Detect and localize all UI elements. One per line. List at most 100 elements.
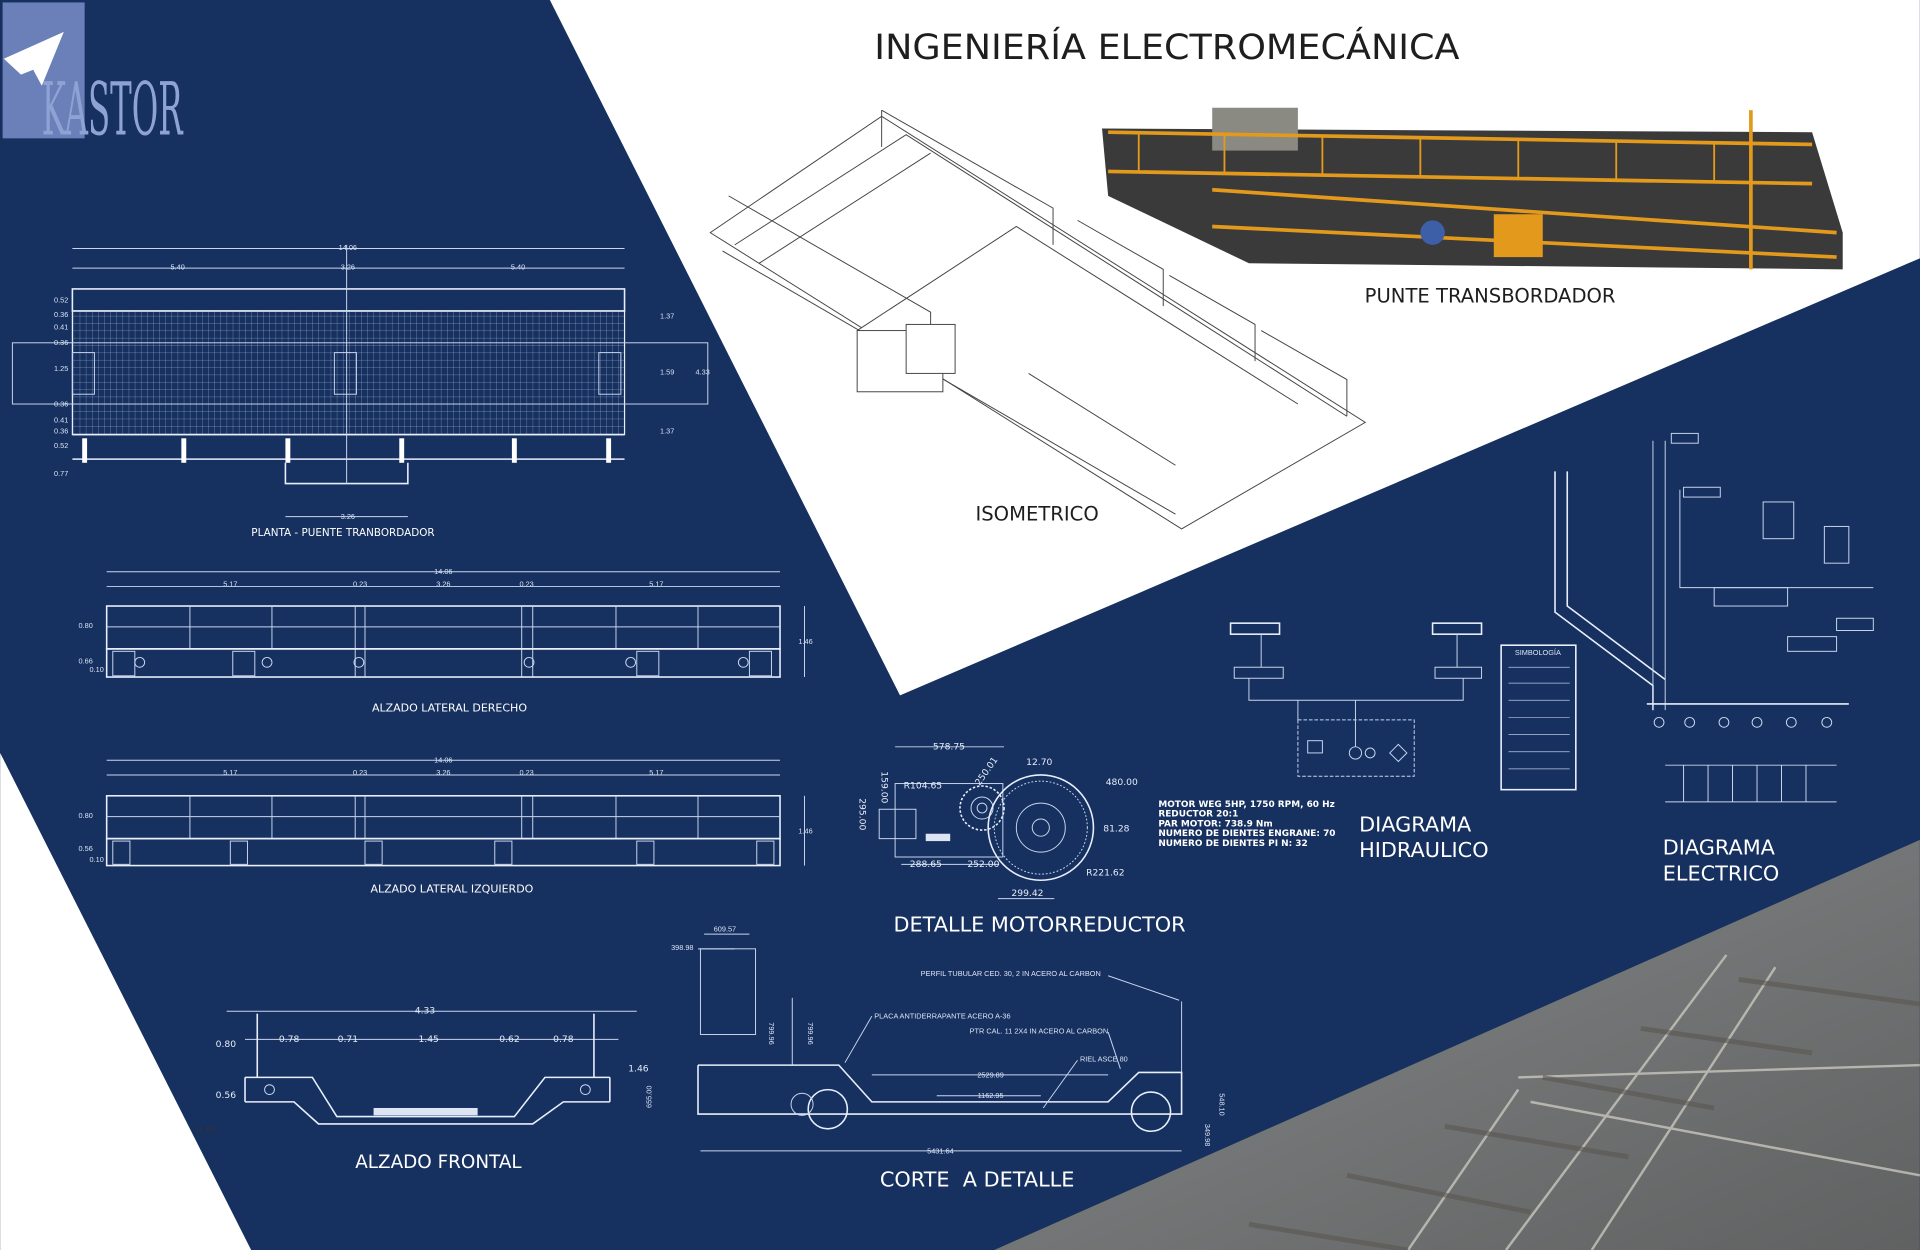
- dim: 0.36: [54, 399, 68, 408]
- spec-line: MOTOR WEG 5HP, 1750 RPM, 60 Hz: [1158, 800, 1334, 810]
- dim: 0.56: [79, 844, 93, 853]
- dim: 0.77: [54, 469, 68, 478]
- dim: 1.37: [660, 426, 674, 435]
- dim: 159.00: [879, 771, 890, 803]
- dim: 12.70: [1026, 757, 1052, 768]
- spec-line: REDUCTOR 20:1: [1158, 810, 1238, 820]
- dim: 1.46: [798, 637, 812, 646]
- dim: 480.00: [1106, 777, 1138, 788]
- corte-a-detalle-drawing: 609.57 398.98 799.96 799.96 655.00 2529.…: [644, 925, 1226, 1156]
- dim: 0.56: [216, 1090, 237, 1101]
- corte-note: RIEL ASCE 80: [1080, 1054, 1128, 1063]
- machine-photo: [1102, 107, 1843, 270]
- dim: 4.33: [415, 1006, 436, 1017]
- electric-diagram: [1554, 432, 1874, 803]
- label-alzado-lateral-izquierdo: ALZADO LATERAL IZQUIERDO: [370, 883, 533, 896]
- dim: 0.23: [519, 768, 533, 777]
- dim: 609.57: [714, 925, 736, 934]
- dim: 349.98: [1203, 1124, 1212, 1146]
- dim: R221.62: [1086, 867, 1124, 878]
- legend-title: SIMBOLOGÍA: [1515, 648, 1561, 657]
- dim: 0.52: [54, 441, 68, 450]
- dim: 5.17: [649, 579, 663, 588]
- logo-text: KASTOR: [42, 68, 184, 153]
- dim: 0.62: [499, 1034, 519, 1045]
- dim: 0.71: [338, 1034, 358, 1045]
- label-diagrama-hidraulico-1: DIAGRAMA: [1359, 812, 1472, 836]
- dim: 5.17: [649, 768, 663, 777]
- label-corte-a-detalle: CORTE A DETALLE: [880, 1167, 1075, 1191]
- dim: 0.52: [54, 295, 68, 304]
- corte-note: PTR CAL. 11 2X4 IN ACERO AL CARBON: [970, 1026, 1108, 1035]
- dim: 548.10: [1218, 1093, 1227, 1115]
- dim: 295.00: [857, 798, 868, 830]
- alzado-lateral-derecho-drawing: 14.06 5.17 0.23 3.26 0.23 5.17 0.80 0.66…: [79, 567, 813, 678]
- kastor-logo: KASTOR: [2, 2, 184, 153]
- dim: 0.80: [79, 621, 93, 630]
- dim: 799.96: [806, 1022, 815, 1044]
- dim: 81.28: [1103, 823, 1129, 834]
- spec-line: NUMERO DE DIENTES PI N: 32: [1158, 839, 1307, 849]
- dim: 14.06: [434, 756, 452, 765]
- dim: 1.59: [660, 368, 674, 377]
- dim: 0.23: [353, 768, 367, 777]
- dim: 0.78: [279, 1034, 300, 1045]
- corte-note: PERFIL TUBULAR CED. 30, 2 IN ACERO AL CA…: [921, 969, 1101, 978]
- dim: 0.23: [519, 579, 533, 588]
- dim: 5431.64: [927, 1146, 954, 1155]
- page-title: INGENIERÍA ELECTROMECÁNICA: [874, 27, 1460, 68]
- label-puente-transbordador: PUNTE TRANSBORDADOR: [1365, 284, 1616, 307]
- dim: 1.45: [418, 1034, 439, 1045]
- dim: 288.65: [910, 859, 942, 870]
- dim: 3.26: [436, 768, 450, 777]
- paper-plane-icon: [3, 31, 64, 86]
- label-isometrico: ISOMETRICO: [975, 502, 1098, 525]
- dim: 14.06: [339, 243, 357, 252]
- dim: 2529.89: [977, 1070, 1004, 1079]
- label-diagrama-electrico-1: DIAGRAMA: [1663, 836, 1776, 860]
- label-alzado-frontal: ALZADO FRONTAL: [355, 1152, 522, 1173]
- dim: 0.10: [90, 665, 104, 674]
- alzado-lateral-izquierdo-drawing: 14.06 5.17 0.23 3.26 0.23 5.17 0.80 0.56…: [79, 756, 813, 867]
- dim: 5.40: [511, 262, 525, 271]
- planta-drawing: 14.06 5.40 3.26 5.40 0.52 0.36 0.41 0.36…: [11, 243, 710, 521]
- dim: 3.26: [341, 262, 355, 271]
- dim: 0.36: [54, 310, 68, 319]
- dim: 0.80: [216, 1039, 237, 1050]
- isometric-drawing: [709, 109, 1367, 530]
- dim: 578.75: [933, 741, 965, 752]
- dim: 0.23: [353, 579, 367, 588]
- dim: 5.17: [223, 768, 237, 777]
- dim: 0.36: [54, 426, 68, 435]
- spec-line: PAR MOTOR: 738.9 Nm: [1158, 819, 1272, 829]
- alzado-frontal-drawing: 4.33 0.78 0.71 1.45 0.62 0.78 0.80 0.56 …: [196, 1006, 649, 1136]
- dim: R104.65: [904, 780, 943, 791]
- dim: 1.37: [660, 311, 674, 320]
- spec-line: NUMERO DE DIENTES ENGRANE: 70: [1158, 829, 1335, 839]
- dim: 3.26: [436, 579, 450, 588]
- dim: 0.41: [54, 322, 68, 331]
- dim: 1.46: [798, 827, 812, 836]
- label-planta: PLANTA - PUENTE TRANBORDADOR: [251, 527, 434, 539]
- dim: 299.42: [1011, 888, 1043, 899]
- dim: 0.80: [79, 811, 93, 820]
- dim: 398.98: [671, 943, 693, 952]
- dim: 655.00: [644, 1086, 653, 1108]
- dim: 5.40: [171, 262, 185, 271]
- dim: 0.10: [90, 855, 104, 864]
- dim: 0.36: [54, 338, 68, 347]
- dim: 0.41: [54, 415, 68, 424]
- dim: 0.10: [196, 1124, 217, 1135]
- white-panel-bottom-left: [0, 752, 252, 1250]
- dim: 4.33: [696, 368, 710, 377]
- dim: 3.26: [341, 512, 355, 521]
- label-alzado-lateral-derecho: ALZADO LATERAL DERECHO: [372, 701, 527, 714]
- label-detalle-motorreductor: DETALLE MOTORREDUCTOR: [894, 913, 1186, 937]
- dim: 1.25: [54, 364, 68, 373]
- dim: 0.66: [79, 657, 93, 666]
- corte-note: PLACA ANTIDERRAPANTE ACERO A-36: [874, 1012, 1010, 1021]
- dim: 0.78: [553, 1034, 574, 1045]
- dim: 799.96: [767, 1022, 776, 1044]
- motor-specs: MOTOR WEG 5HP, 1750 RPM, 60 Hz REDUCTOR …: [1158, 800, 1335, 849]
